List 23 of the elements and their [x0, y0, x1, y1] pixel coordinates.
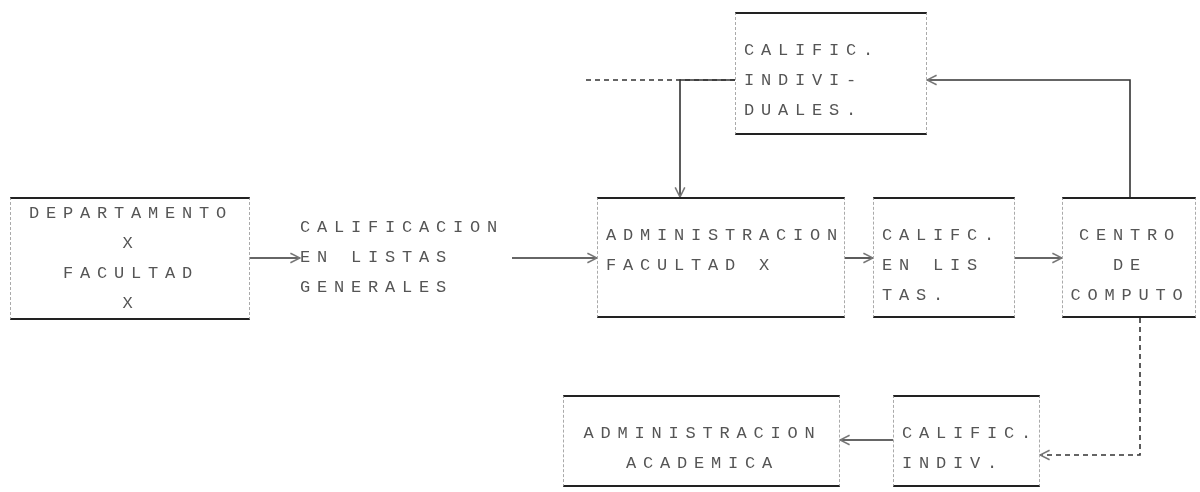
box-label: CALIFIC. INDIV.: [902, 423, 1039, 475]
box-label: ADMINISTRACION ACADEMICA: [582, 423, 823, 475]
arrow: [839, 434, 894, 446]
box-label: CALIFC. EN LIS TAS.: [882, 225, 1002, 307]
process-box: [563, 395, 840, 487]
arrow: [1039, 317, 1141, 461]
arrow: [249, 252, 301, 264]
box-label: ADMINISTRACION FACULTAD X: [606, 225, 846, 277]
process-box: [1062, 197, 1196, 318]
process-box: [893, 395, 1040, 487]
arrow: [926, 74, 1131, 198]
process-box: [735, 12, 927, 135]
process-box: [597, 197, 845, 318]
process-box: [873, 197, 1015, 318]
box-label: CALIFICACION EN LISTAS GENERALES: [300, 217, 506, 299]
arrow: [844, 252, 874, 264]
box-label: CENTRO DE COMPUTO: [1069, 225, 1191, 307]
process-box: [10, 197, 250, 320]
box-label: FACULTAD X: [63, 263, 199, 315]
arrow: [1014, 252, 1063, 264]
box-label: DEPARTAMENTO X: [29, 203, 233, 255]
arrow: [511, 252, 598, 264]
box-label: CALIFIC. INDIVI- DUALES.: [744, 40, 881, 122]
